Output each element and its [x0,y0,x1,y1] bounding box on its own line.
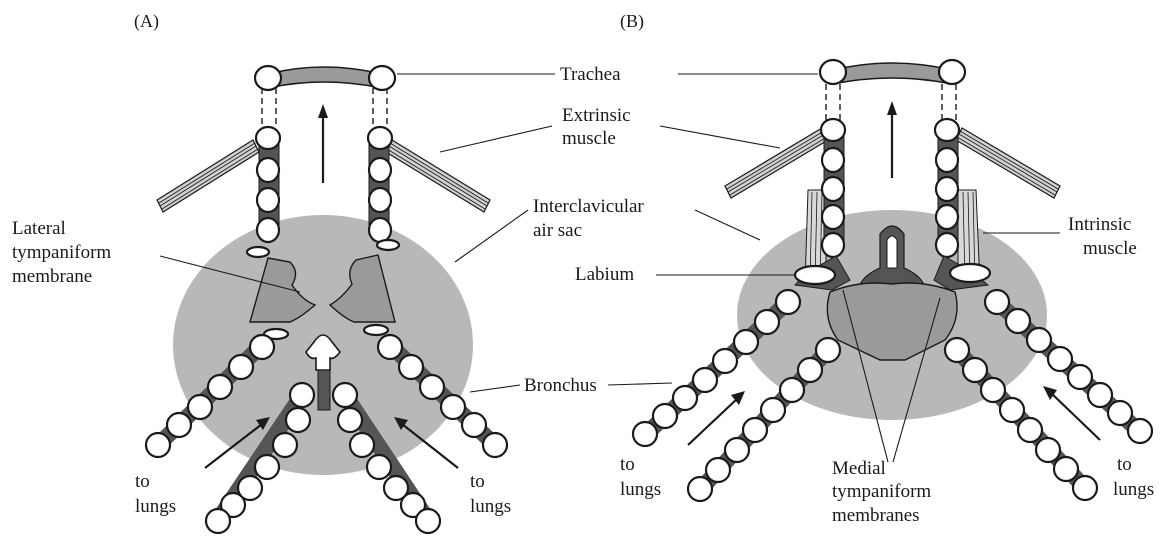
panel-b-labium-left [795,266,835,284]
intrinsic-muscle-label-line2: muscle [1083,238,1137,259]
extrinsic-muscle-label-line1: Extrinsic [562,105,631,126]
panel-a-extrinsic-muscle-right [386,140,490,212]
panel-b-trachea-wall-left [820,60,846,257]
interclavicular-label-line1: Interclavicular [533,196,644,217]
to-lungs-b-left-line2: lungs [620,479,661,500]
panel-a-trachea-wall-left [247,66,281,257]
panel-a-label: (A) [134,11,159,32]
bronchus-label: Bronchus [524,375,597,396]
panel-a-trachea-arch [268,67,382,88]
panel-a-airflow-arrow-up [318,104,328,183]
intrinsic-muscle-label-line1: Intrinsic [1068,214,1131,235]
medial-membranes-label-line3: membranes [832,505,920,526]
trachea-label: Trachea [560,64,621,85]
to-lungs-a-left-line1: to [135,471,150,492]
panel-b-syrinx [633,60,1152,501]
lateral-membrane-label-line3: membrane [12,266,92,287]
panel-a-syrinx [146,66,507,533]
medial-membranes-label-line2: tympaniform [832,481,931,502]
labium-label: Labium [575,264,634,285]
medial-membranes-label-line1: Medial [832,458,886,479]
panel-b-extrinsic-muscle-right [956,128,1060,198]
panel-a-extrinsic-muscle-left [157,140,259,212]
panel-b-airflow-arrow-up [887,101,897,178]
panel-b-labium-right [950,264,990,282]
panel-b-extrinsic-muscle-left [725,128,828,198]
panel-b-label: (B) [620,11,644,32]
to-lungs-a-right-line1: to [470,471,485,492]
extrinsic-muscle-label-line2: muscle [562,128,616,149]
to-lungs-b-left-line1: to [620,454,635,475]
interclavicular-label-line2: air sac [533,220,582,241]
lateral-membrane-label-line1: Lateral [12,218,66,239]
to-lungs-a-right-line2: lungs [470,496,511,517]
to-lungs-b-right-line1: to [1117,454,1132,475]
lateral-membrane-label-line2: tympaniform [12,242,111,263]
to-lungs-b-right-line2: lungs [1113,479,1154,500]
to-lungs-a-left-line2: lungs [135,496,176,517]
panel-b-trachea-arch [833,63,952,84]
